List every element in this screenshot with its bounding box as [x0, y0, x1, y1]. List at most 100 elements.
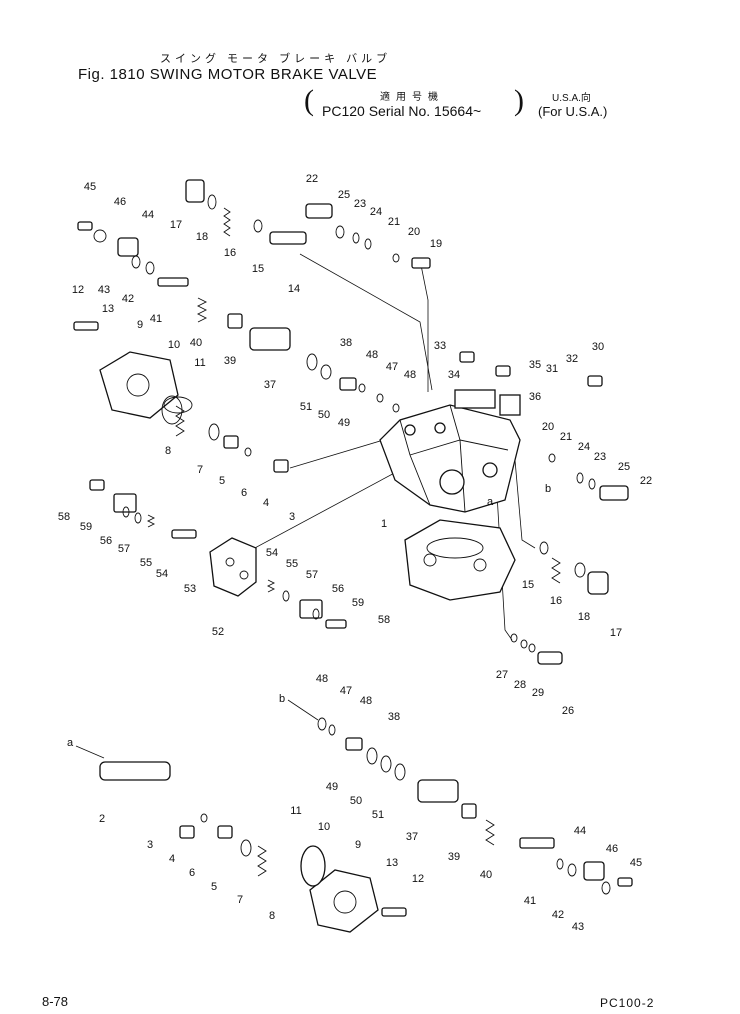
- callout-39: 39: [224, 355, 236, 367]
- callout-4: 4: [169, 853, 175, 865]
- callout-54: 54: [156, 568, 168, 580]
- callout-21: 21: [560, 431, 572, 443]
- callout-5: 5: [211, 881, 217, 893]
- callout-55: 55: [286, 558, 298, 570]
- callout-22: 22: [306, 173, 318, 185]
- callout-3: 3: [147, 839, 153, 851]
- callout-9: 9: [355, 839, 361, 851]
- leader-lines: [75, 253, 536, 759]
- callout-28: 28: [514, 679, 526, 691]
- callout-49: 49: [326, 781, 338, 793]
- callout-10: 10: [168, 339, 180, 351]
- callout-12: 12: [72, 284, 84, 296]
- callout-45: 45: [630, 857, 642, 869]
- callout-50: 50: [350, 795, 362, 807]
- paren-open: (: [304, 84, 314, 117]
- callout-37: 37: [406, 831, 418, 843]
- callout-51: 51: [372, 809, 384, 821]
- callout-43: 43: [572, 921, 584, 933]
- callout-15: 15: [522, 579, 534, 591]
- callout-11: 11: [194, 357, 205, 369]
- callout-18: 18: [578, 611, 590, 623]
- callout-44: 44: [142, 209, 154, 221]
- usa-label: (For U.S.A.): [538, 104, 608, 119]
- callout-25: 25: [618, 461, 630, 473]
- callout-58: 58: [378, 614, 390, 626]
- callout-59: 59: [352, 597, 364, 609]
- seals-and-washers: [93, 194, 611, 895]
- callout-37: 37: [264, 379, 276, 391]
- callout-20: 20: [542, 421, 554, 433]
- callout-labels: 4546441718161514222523242120194342414039…: [58, 173, 652, 933]
- callout-42: 42: [552, 909, 564, 921]
- callout-48: 48: [360, 695, 372, 707]
- callout-b: b: [545, 483, 551, 495]
- serial-label-japanese: 適用号機: [380, 92, 444, 103]
- callout-41: 41: [524, 895, 536, 907]
- callout-24: 24: [578, 441, 590, 453]
- callout-10: 10: [318, 821, 330, 833]
- callout-46: 46: [606, 843, 618, 855]
- callout-36: 36: [529, 391, 541, 403]
- callout-6: 6: [189, 867, 195, 879]
- callout-40: 40: [480, 869, 492, 881]
- callout-42: 42: [122, 293, 134, 305]
- callout-9: 9: [137, 319, 143, 331]
- callout-50: 50: [318, 409, 330, 421]
- callout-33: 33: [434, 340, 446, 352]
- callout-12: 12: [412, 873, 424, 885]
- valve-body: [379, 389, 521, 513]
- figure-title-japanese: スイング モータ ブレーキ バルブ: [160, 53, 392, 65]
- callout-19: 19: [430, 238, 442, 250]
- callout-26: 26: [562, 705, 574, 717]
- callout-20: 20: [408, 226, 420, 238]
- callout-53: 53: [184, 583, 196, 595]
- callout-56: 56: [100, 535, 112, 547]
- callout-15: 15: [252, 263, 264, 275]
- callout-30: 30: [592, 341, 604, 353]
- callout-7: 7: [197, 464, 203, 476]
- flange-upper: [99, 351, 193, 419]
- callout-38: 38: [388, 711, 400, 723]
- callout-16: 16: [550, 595, 562, 607]
- callout-b: b: [279, 693, 285, 705]
- callout-29: 29: [532, 687, 544, 699]
- callout-59: 59: [80, 521, 92, 533]
- callout-16: 16: [224, 247, 236, 259]
- callout-48: 48: [316, 673, 328, 685]
- callout-51: 51: [300, 401, 312, 413]
- plugs-and-spools: [73, 179, 633, 917]
- callout-7: 7: [237, 894, 243, 906]
- motor-housing: [404, 519, 516, 601]
- callout-52: 52: [212, 626, 224, 638]
- cover-52: [209, 537, 257, 597]
- callout-34: 34: [448, 369, 460, 381]
- callout-55: 55: [140, 557, 152, 569]
- callout-41: 41: [150, 313, 162, 325]
- callout-56: 56: [332, 583, 344, 595]
- callout-3: 3: [289, 511, 295, 523]
- callout-2: 2: [99, 813, 105, 825]
- callout-22: 22: [640, 475, 652, 487]
- callout-8: 8: [165, 445, 171, 457]
- callout-14: 14: [288, 283, 300, 295]
- page-number: 8-78: [42, 994, 69, 1009]
- callout-8: 8: [269, 910, 275, 922]
- callout-13: 13: [386, 857, 398, 869]
- callout-47: 47: [340, 685, 352, 697]
- callout-54: 54: [266, 547, 278, 559]
- paren-close: ): [514, 84, 524, 117]
- callout-47: 47: [386, 361, 398, 373]
- callout-57: 57: [306, 569, 318, 581]
- callout-17: 17: [170, 219, 182, 231]
- figure-title: Fig. 1810 SWING MOTOR BRAKE VALVE: [78, 66, 378, 83]
- springs: [146, 207, 561, 877]
- callout-a: a: [67, 737, 74, 749]
- callout-21: 21: [388, 216, 400, 228]
- callout-38: 38: [340, 337, 352, 349]
- callout-39: 39: [448, 851, 460, 863]
- callout-43: 43: [98, 284, 110, 296]
- callout-31: 31: [546, 363, 558, 375]
- callout-32: 32: [566, 353, 578, 365]
